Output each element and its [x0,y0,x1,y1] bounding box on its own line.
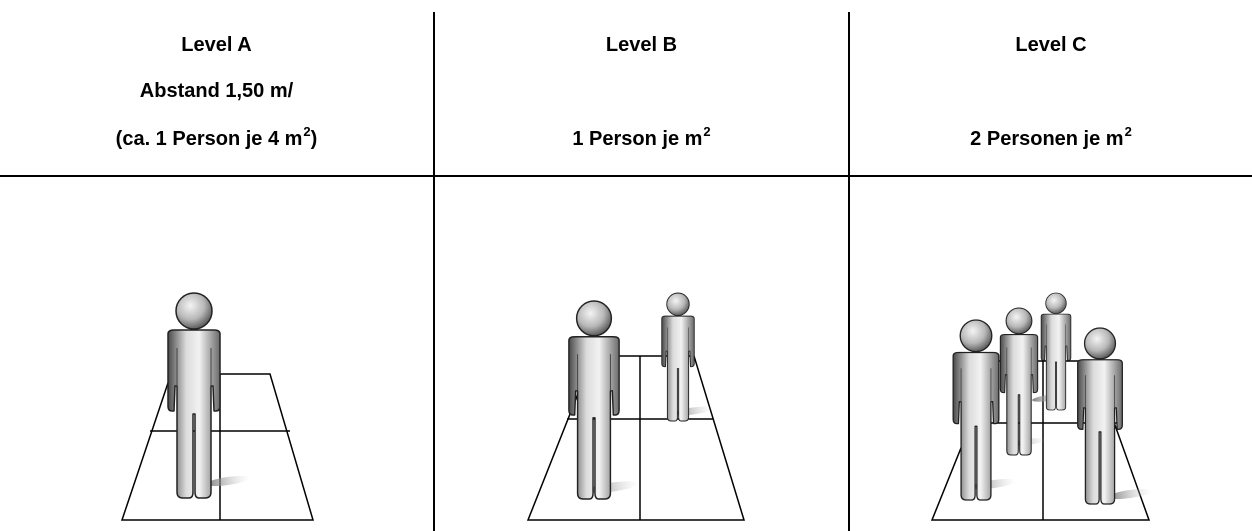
level-a-density-text: (ca. 1 Person je 4 m [116,128,303,150]
level-b-illustration [435,180,848,531]
person-icon [168,293,220,498]
level-a-title: Level A [0,33,433,57]
level-c-density-text: 2 Personen je m [970,128,1123,150]
level-c-density-exponent: 2 [1125,124,1132,139]
header-level-a: Level A Abstand 1,50 m/ (ca. 1 Person je… [0,0,433,175]
person-icon [662,293,694,421]
person-icon [569,301,619,499]
level-a-scene [0,180,433,531]
header-level-b: Level B 1 Person je m2 [435,0,848,175]
person-icon [1041,293,1071,410]
level-a-density: (ca. 1 Person je 4 m2) [0,127,433,153]
level-b-scene [435,180,848,531]
level-b-density-text: 1 Person je m [572,128,702,150]
level-c-illustration [850,180,1252,531]
level-b-density-exponent: 2 [703,124,710,139]
header-level-c: Level C 2 Personen je m2 [850,0,1252,175]
person-icon [1000,308,1037,455]
level-c-scene [850,180,1252,531]
header-separator [0,175,1252,177]
level-a-density-close: ) [311,128,318,150]
level-a-density-exponent: 2 [303,124,310,139]
level-b-title: Level B [435,33,848,57]
level-b-density: 1 Person je m2 [435,127,848,153]
floor-grid-icon [528,356,744,520]
person-icon [953,320,999,500]
person-icon [1078,328,1123,504]
level-c-title: Level C [850,33,1252,57]
level-c-density: 2 Personen je m2 [850,127,1252,153]
level-a-distance: Abstand 1,50 m/ [0,79,433,103]
level-a-illustration [0,180,433,531]
shadow-icon [206,474,251,488]
